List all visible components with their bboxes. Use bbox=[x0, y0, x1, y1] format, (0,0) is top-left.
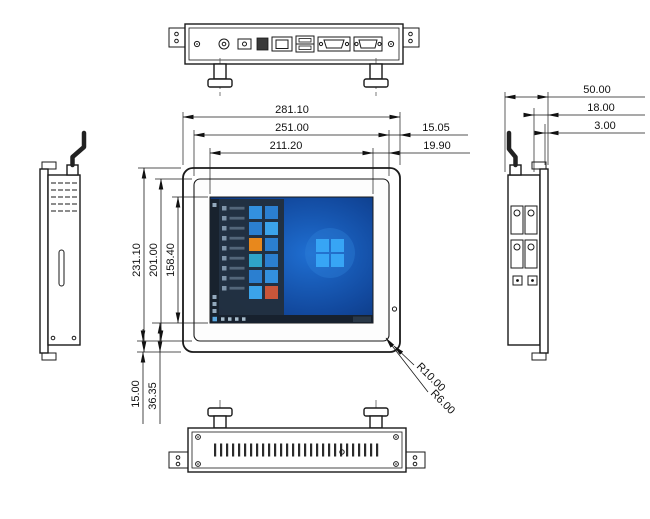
screw-hole bbox=[50, 335, 56, 341]
clamp-tab-bottom bbox=[41, 352, 57, 361]
dim-label-overall-height: 231.10 bbox=[131, 243, 143, 277]
dim-opening-width: 251.00 bbox=[193, 122, 390, 138]
corner-screws bbox=[195, 434, 399, 467]
taskbar bbox=[210, 315, 373, 323]
start-tiles bbox=[249, 206, 278, 299]
rj45-port bbox=[271, 36, 293, 52]
dim-label-display-width: 211.20 bbox=[270, 140, 303, 152]
windows-logo bbox=[305, 228, 355, 278]
dim-label-bottom-margin-opening: 15.00 bbox=[130, 380, 142, 408]
dim-label-opening-height: 201.00 bbox=[148, 243, 160, 277]
clamp-tab-top bbox=[531, 161, 547, 170]
antenna-right bbox=[506, 130, 522, 176]
vent-slots bbox=[51, 182, 77, 212]
dim-label-overall-width: 281.10 bbox=[275, 104, 309, 116]
front-view bbox=[182, 167, 401, 353]
power-button bbox=[218, 38, 230, 50]
dim-corner-radius-outer: R10.00 bbox=[393, 345, 448, 395]
dim-display-width: 211.20 bbox=[209, 140, 374, 156]
top-view bbox=[168, 23, 420, 96]
dim-panel-thickness: 3.00 bbox=[534, 120, 645, 136]
stand-leg-top-left bbox=[207, 58, 233, 96]
app-list bbox=[222, 206, 245, 291]
reset-hole bbox=[339, 449, 345, 455]
mount-ear-right bbox=[405, 451, 426, 469]
left-side-view bbox=[39, 130, 87, 361]
io-module bbox=[256, 37, 269, 51]
dvi-port bbox=[353, 36, 383, 52]
dim-label-opening-width: 251.00 bbox=[275, 122, 309, 134]
front-flange bbox=[539, 168, 549, 354]
stand-leg-top-right bbox=[363, 58, 389, 96]
mount-ear-left bbox=[168, 451, 189, 469]
clamp-tab-bottom bbox=[531, 352, 547, 361]
serial-ports bbox=[510, 205, 538, 269]
side-body bbox=[507, 174, 541, 346]
dim-label-corner-radius-inner: R6.00 bbox=[428, 388, 457, 417]
dim-label-panel-thickness: 3.00 bbox=[594, 120, 615, 132]
bottom-body bbox=[187, 427, 407, 473]
vga-port bbox=[317, 36, 351, 52]
dim-side-margin-display: 19.90 bbox=[373, 140, 470, 156]
dim-bottom-margin-display: 36.35 bbox=[147, 322, 163, 424]
dim-label-depth-front: 18.00 bbox=[587, 102, 615, 114]
dim-bottom-margin-opening: 15.00 bbox=[130, 329, 146, 424]
dim-overall-width: 281.10 bbox=[182, 104, 401, 120]
start-button-icon bbox=[212, 316, 217, 322]
dim-label-depth-total: 50.00 bbox=[583, 84, 611, 96]
screen bbox=[209, 196, 374, 324]
dc-jack bbox=[237, 38, 252, 50]
mount-ear-right bbox=[402, 27, 420, 48]
top-body bbox=[184, 23, 404, 65]
dim-opening-height: 201.00 bbox=[148, 178, 164, 342]
dim-depth-total: 50.00 bbox=[504, 84, 645, 100]
dim-overall-height: 231.10 bbox=[131, 167, 147, 353]
dim-label-display-height: 158.40 bbox=[165, 243, 177, 277]
mount-ear-left bbox=[168, 27, 186, 48]
antenna-left bbox=[66, 130, 87, 176]
aux-connectors bbox=[512, 275, 538, 286]
clamp-tab-top bbox=[41, 161, 57, 170]
dim-side-margin-opening: 15.05 bbox=[389, 122, 468, 138]
dim-label-side-margin-opening: 15.05 bbox=[422, 122, 450, 134]
side-slot bbox=[58, 249, 65, 287]
stand-leg-bottom-left bbox=[207, 400, 233, 436]
dim-label-corner-radius-outer: R10.00 bbox=[414, 361, 448, 395]
dim-label-bottom-margin-display: 36.35 bbox=[147, 382, 159, 410]
screw-hole bbox=[71, 335, 77, 341]
usb-ports bbox=[295, 35, 315, 53]
bottom-view bbox=[168, 400, 426, 473]
bezel-button bbox=[391, 306, 398, 312]
right-side-view bbox=[506, 130, 549, 361]
corner-screws bbox=[193, 40, 395, 48]
front-flange bbox=[39, 168, 49, 354]
dim-depth-front: 18.00 bbox=[523, 102, 645, 118]
system-tray bbox=[353, 316, 371, 322]
start-menu bbox=[210, 199, 284, 315]
dim-label-side-margin-display: 19.90 bbox=[423, 140, 451, 152]
dim-display-height: 158.40 bbox=[165, 196, 181, 324]
